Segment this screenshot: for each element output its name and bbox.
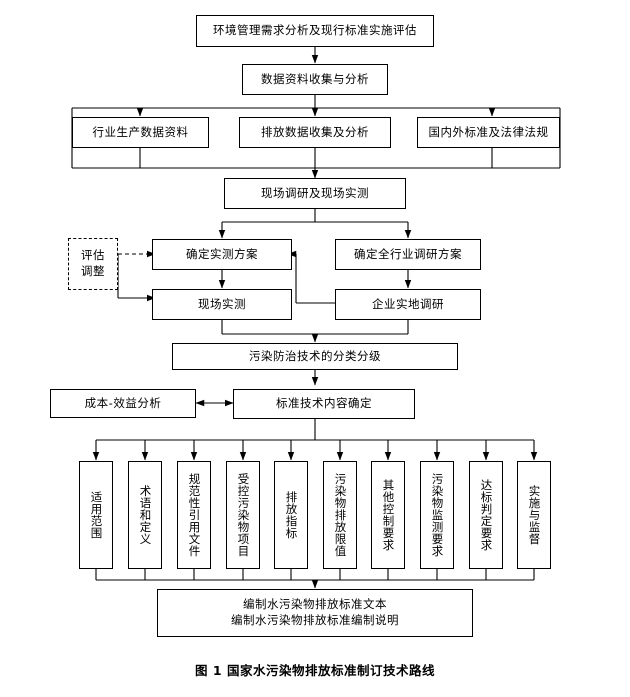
node-requirement-analysis: 环境管理需求分析及现行标准实施评估	[196, 15, 434, 47]
content-column-c9: 达标判定要求	[469, 461, 503, 569]
node-pollution-control-tech-classification: 污染防治技术的分类分级	[172, 343, 458, 370]
content-column-c5: 排放指标	[274, 461, 308, 569]
node-standard-content-determination: 标准技术内容确定	[233, 389, 415, 419]
content-column-c6: 污染物排放限值	[323, 461, 357, 569]
node-data-collection: 数据资料收集与分析	[242, 64, 388, 95]
figure-caption: 图 1 国家水污染物排放标准制订技术路线	[0, 660, 630, 679]
node-label: 现场调研及现场实测	[261, 185, 369, 200]
node-label: 环境管理需求分析及现行标准实施评估	[213, 23, 417, 38]
node-final-standard-text: 编制水污染物排放标准文本 编制水污染物排放标准编制说明	[157, 589, 473, 637]
node-industry-production-data: 行业生产数据资料	[72, 117, 209, 148]
node-standards-and-laws: 国内外标准及法律法规	[417, 117, 560, 148]
content-column-c8: 污染物监测要求	[420, 461, 454, 569]
node-enterprise-field-survey: 企业实地调研	[335, 289, 481, 320]
content-column-label: 达标判定要求	[479, 479, 494, 551]
content-column-c3: 规范性引用文件	[177, 461, 211, 569]
node-label: 标准技术内容确定	[276, 396, 372, 411]
node-field-survey-and-measurement: 现场调研及现场实测	[224, 178, 406, 209]
node-label: 确定实测方案	[186, 246, 258, 261]
node-onsite-measurement: 现场实测	[152, 289, 292, 320]
node-label: 排放数据收集及分析	[261, 124, 369, 139]
node-label: 编制水污染物排放标准文本 编制水污染物排放标准编制说明	[231, 597, 399, 627]
node-determine-industry-survey-plan: 确定全行业调研方案	[335, 239, 481, 270]
node-label: 国内外标准及法律法规	[428, 124, 549, 139]
node-label: 污染防治技术的分类分级	[249, 348, 381, 363]
content-column-label: 污染物监测要求	[430, 473, 445, 557]
node-label: 评估 调整	[81, 248, 105, 278]
node-label: 企业实地调研	[372, 296, 444, 311]
node-label: 成本-效益分析	[84, 395, 162, 410]
node-cost-benefit-analysis: 成本-效益分析	[50, 389, 196, 418]
node-label: 现场实测	[198, 296, 246, 311]
content-column-label: 规范性引用文件	[187, 473, 202, 557]
content-column-c7: 其他控制要求	[371, 461, 405, 569]
content-column-label: 排放指标	[284, 491, 299, 539]
figure-caption-text: 图 1 国家水污染物排放标准制订技术路线	[195, 663, 435, 678]
content-column-label: 污染物排放限值	[333, 473, 348, 557]
content-column-label: 受控污染物项目	[236, 473, 251, 557]
content-column-c1: 适用范围	[79, 461, 113, 569]
content-column-c4: 受控污染物项目	[226, 461, 260, 569]
content-column-c10: 实施与监督	[517, 461, 551, 569]
content-column-label: 实施与监督	[527, 485, 542, 545]
node-label: 数据资料收集与分析	[261, 71, 369, 86]
node-label: 行业生产数据资料	[92, 124, 189, 139]
content-column-label: 其他控制要求	[381, 479, 396, 551]
content-column-label: 术语和定义	[138, 485, 153, 545]
node-emission-data: 排放数据收集及分析	[239, 117, 391, 148]
node-label: 确定全行业调研方案	[354, 246, 462, 261]
content-column-c2: 术语和定义	[128, 461, 162, 569]
node-evaluation-adjustment: 评估 调整	[68, 238, 118, 290]
content-column-label: 适用范围	[89, 491, 104, 539]
node-determine-measurement-plan: 确定实测方案	[152, 239, 292, 270]
